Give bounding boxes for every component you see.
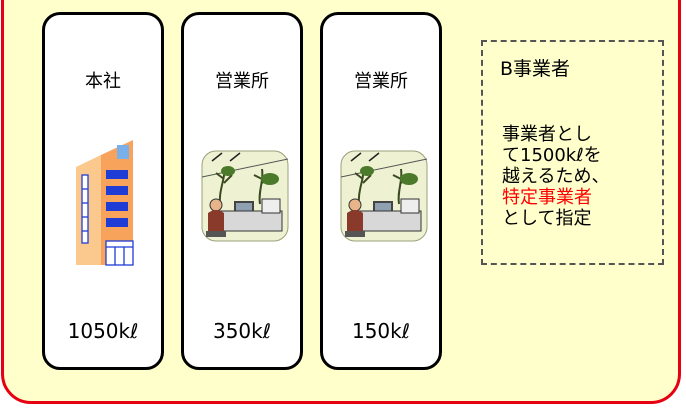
note-line: として指定 [502,208,592,229]
note-line: て1500kℓを [502,145,602,166]
note-line: 越えるため、 [502,166,610,187]
note-body: 事業者とし て1500kℓを 越えるため、 特定事業者 として指定 [502,124,609,229]
card-head-office: 本社 1050kℓ [42,12,164,370]
office-building-icon [76,140,134,266]
office-workers-icon [201,150,289,242]
card-amount: 150kℓ [351,319,411,343]
note-title: B事業者 [500,58,571,80]
note-line: 事業者とし [502,124,592,145]
card-branch-2: 営業所 150kℓ [320,12,442,370]
card-title: 本社 [85,71,121,92]
office-workers-icon [340,150,428,242]
card-amount: 1050kℓ [67,319,139,343]
note-highlight: 特定事業者 [502,187,592,208]
card-branch-1: 営業所 350kℓ [181,12,303,370]
card-title: 営業所 [215,71,269,92]
card-title: 営業所 [354,71,408,92]
card-amount: 350kℓ [212,319,272,343]
designation-note-box: B事業者 事業者とし て1500kℓを 越えるため、 特定事業者 として指定 [481,40,664,265]
